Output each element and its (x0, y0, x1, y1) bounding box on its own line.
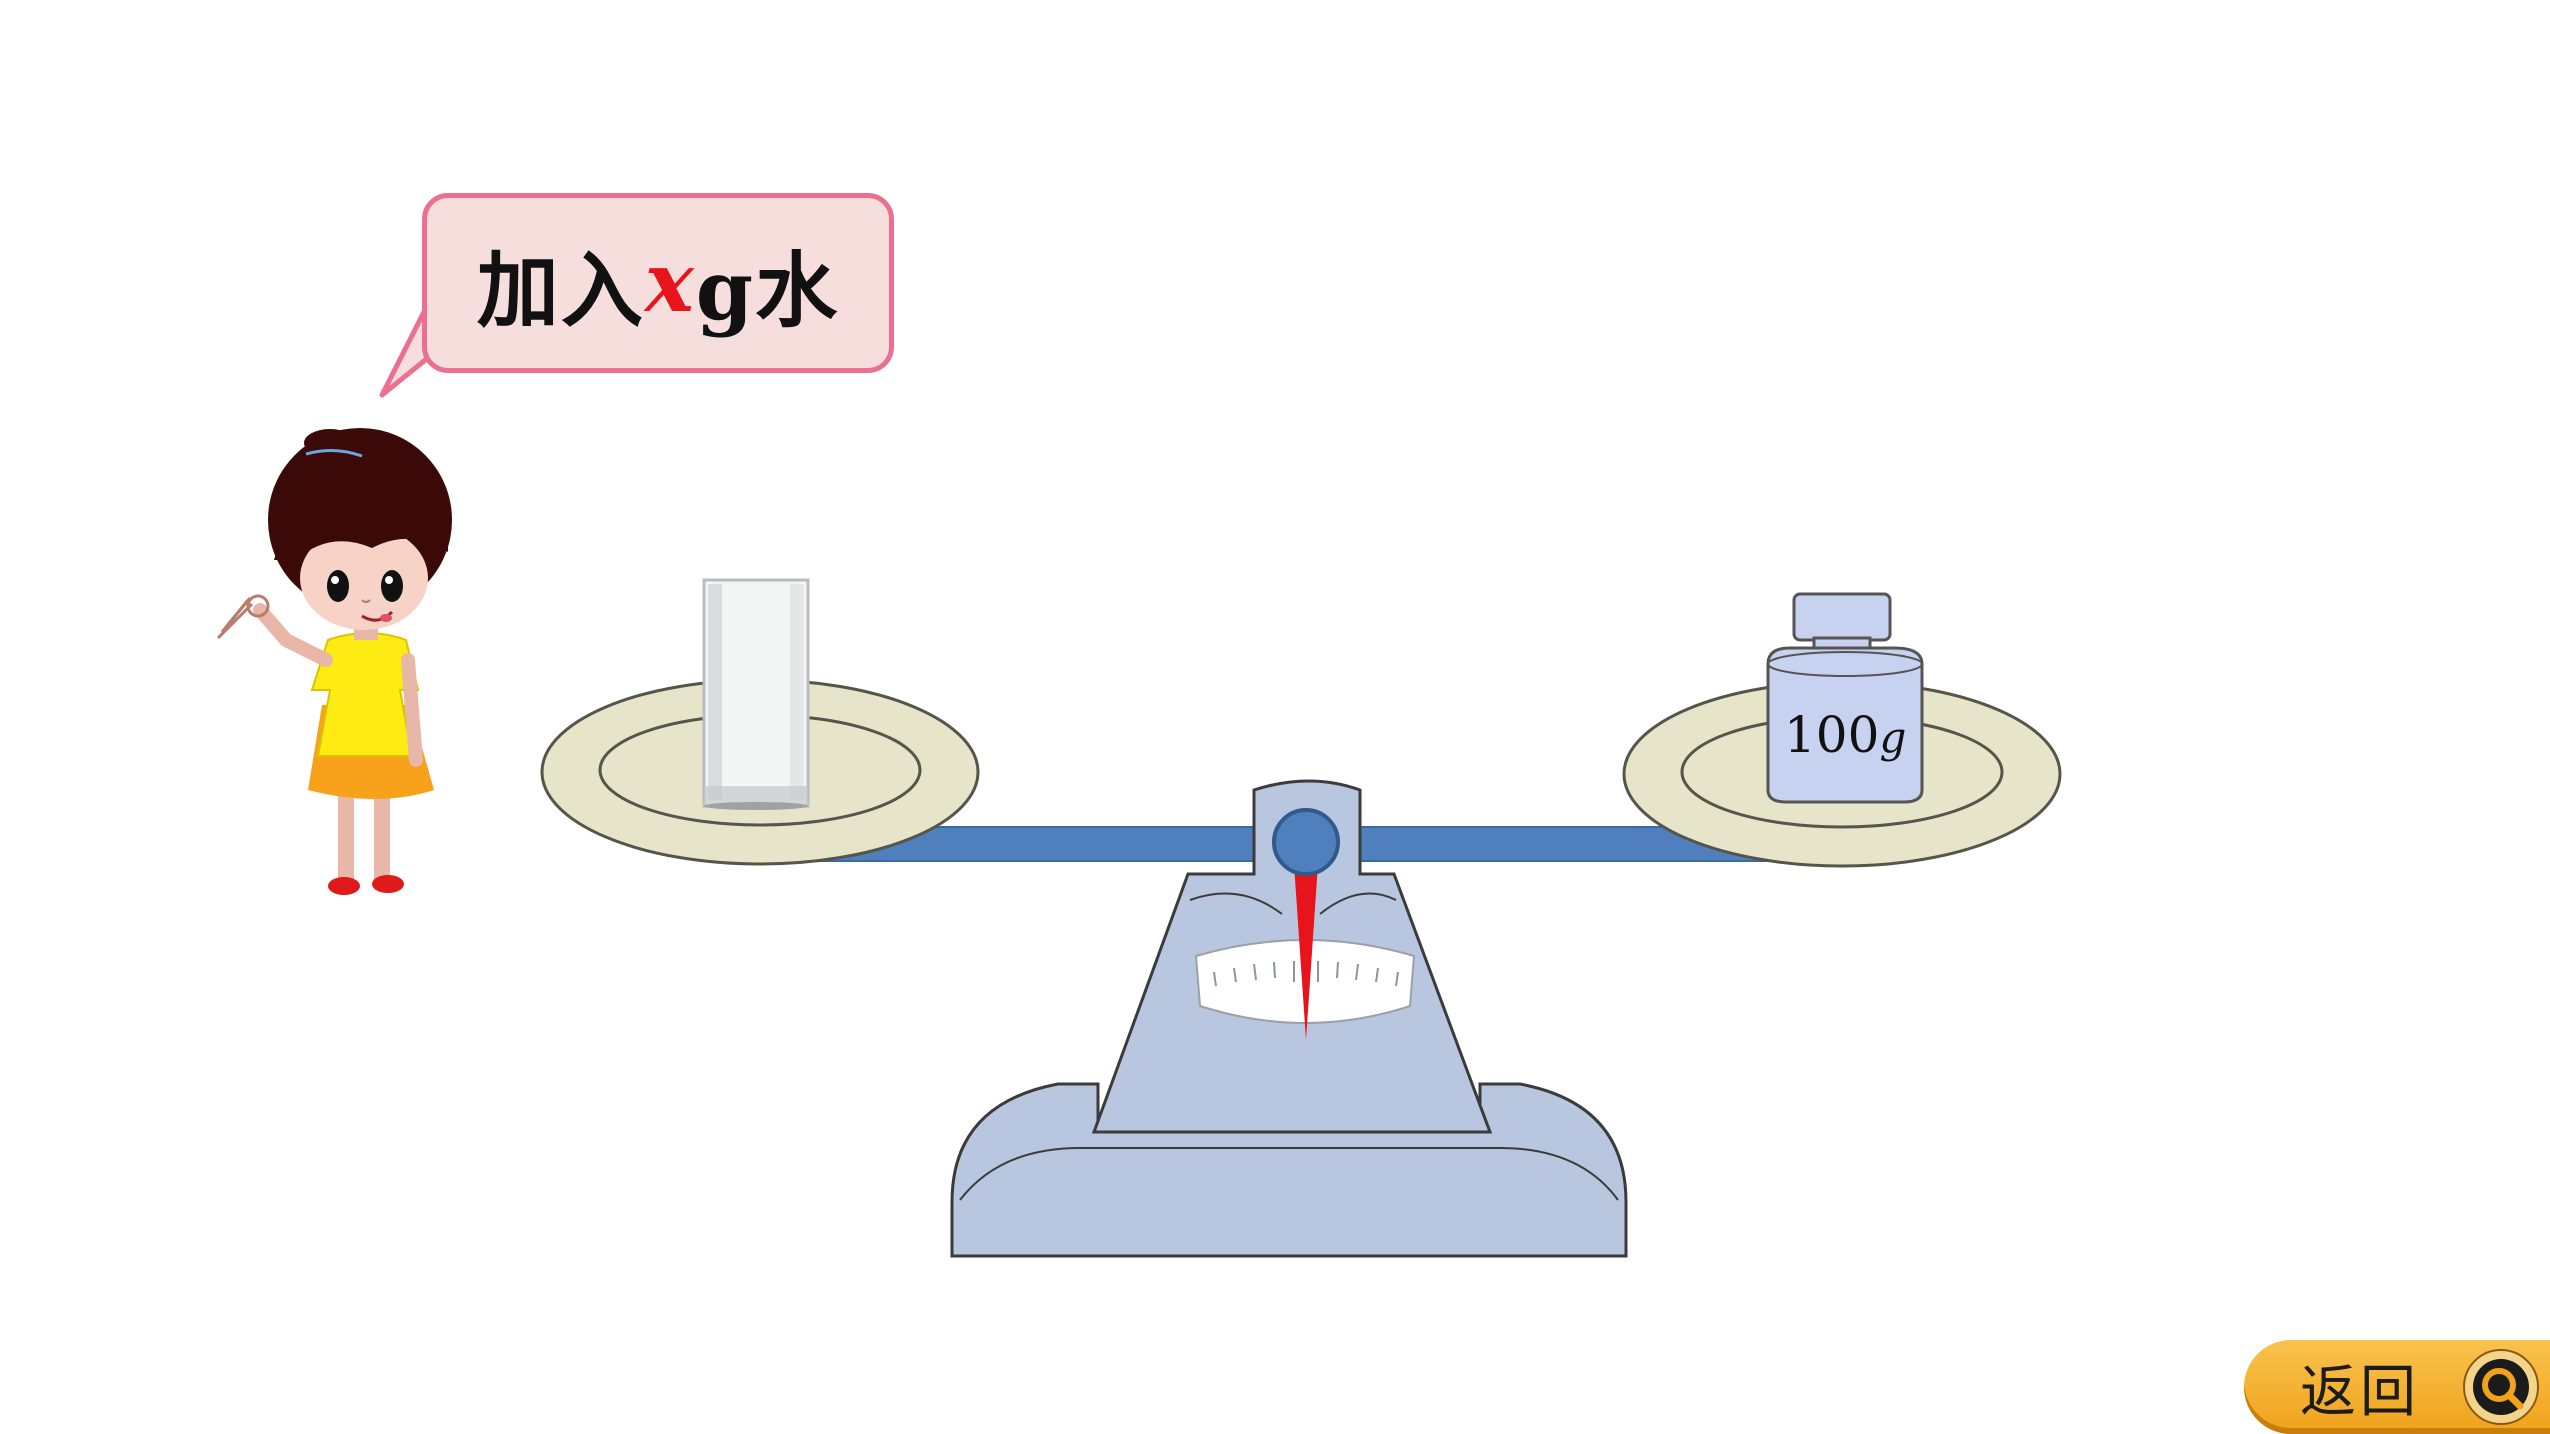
scale-pointer (1294, 864, 1318, 1040)
bubble-suffix: g水 (695, 242, 840, 339)
weight-label: 100g (1784, 706, 1906, 764)
weight-icon (1766, 592, 1924, 804)
bubble-variable: x (644, 235, 696, 331)
return-button-label: 返回 (2300, 1359, 2420, 1425)
girl-character (216, 428, 452, 895)
magnifier-return-icon (2463, 1349, 2539, 1425)
scale-pivot (1272, 808, 1340, 876)
glass-icon (702, 578, 810, 810)
return-button[interactable]: 返回 (2244, 1340, 2550, 1434)
bubble-prefix: 加入 (476, 242, 645, 339)
